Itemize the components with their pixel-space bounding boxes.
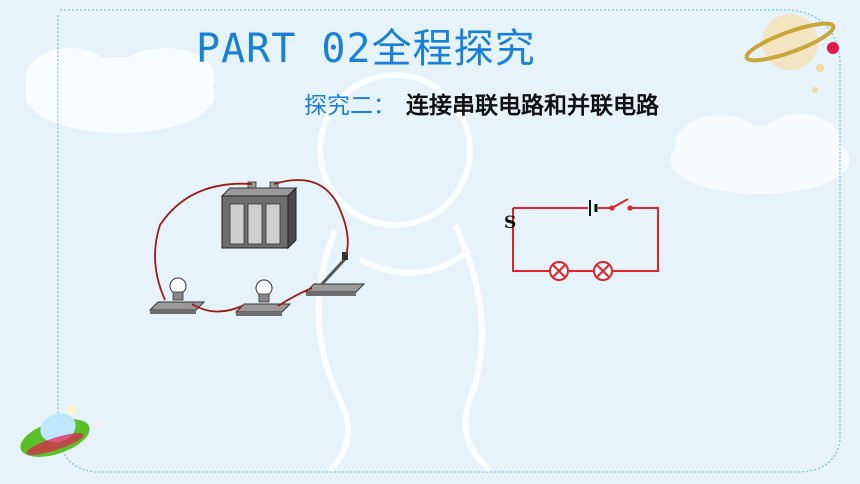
astronaut-watermark-icon [315,72,492,473]
lamp-symbol [549,261,569,281]
battery-icon [220,181,298,250]
ufo-icon [20,405,102,457]
title-cn: 全程探究 [371,26,536,72]
subtitle-label: 探究二： [304,93,396,119]
page-title: PART 02全程探究 [196,16,536,74]
switch-symbol [609,198,633,211]
planet-icon [744,14,839,93]
battery-symbol [589,200,598,216]
cloud-icon [25,48,215,133]
lamp-symbol [593,261,613,281]
switch-label: S [504,213,517,233]
bulb-icon [148,277,206,314]
knife-switch-icon [304,252,366,296]
subtitle: 探究二： 连接串联电路和并联电路 [304,86,659,120]
wires [154,179,349,313]
cloud-icon [670,114,850,194]
title-part: PART 02 [196,26,372,72]
subtitle-main: 连接串联电路和并联电路 [406,93,659,119]
